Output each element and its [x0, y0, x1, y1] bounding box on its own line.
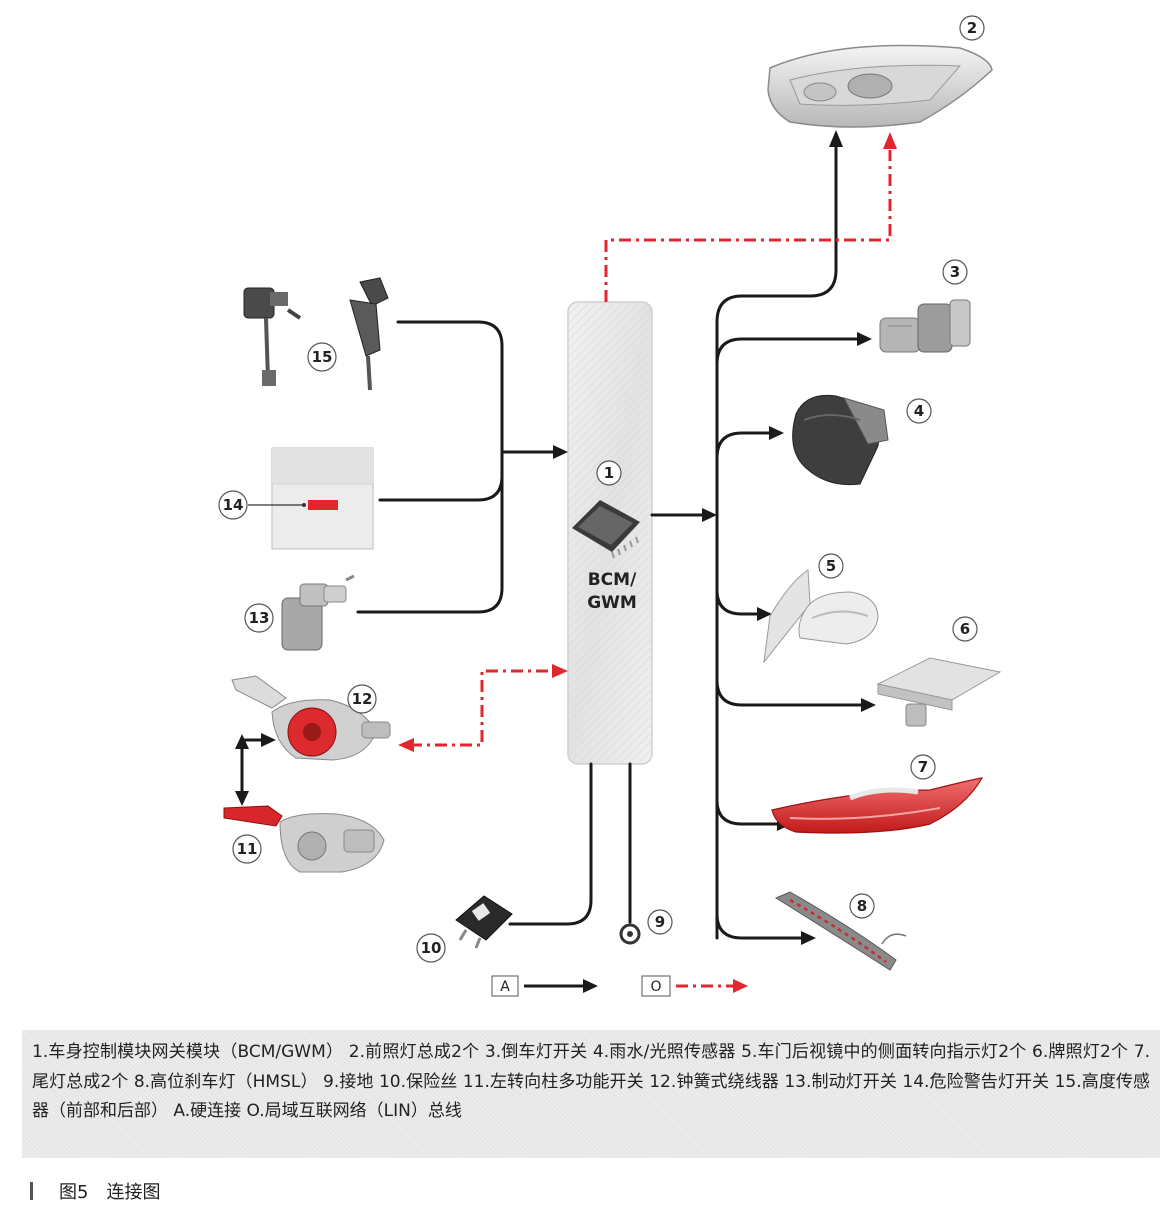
legend-lin-key: O	[650, 979, 661, 995]
headlamp-assembly	[767, 44, 993, 128]
badge-13-text: 13	[249, 609, 270, 627]
reversing-light-switch	[879, 299, 971, 353]
badge-9	[647, 909, 673, 935]
badge-7-text: 7	[918, 758, 928, 776]
caption-box: 1.车身控制模块网关模块（BCM/GWM） 2.前照灯总成2个 3.倒车灯开关 …	[22, 1030, 1160, 1158]
steering-column-switch	[223, 805, 385, 873]
badge-13	[244, 603, 274, 633]
height-sensors	[243, 277, 389, 391]
connection-diagram: BCM/ GWM	[218, 15, 1002, 997]
brake-light-switch	[281, 574, 355, 651]
high-mounted-stop-lamp	[774, 891, 907, 971]
line-legend: A O	[491, 975, 748, 997]
chip-icon	[572, 500, 640, 559]
badge-7	[910, 754, 936, 780]
bcm-gwm-module: BCM/ GWM	[567, 301, 653, 765]
figure-title: 图5 连接图	[59, 1182, 161, 1203]
number-badges: 1 2 3 4 5 6 7 8 9 10 11 12 13 14 15	[218, 15, 985, 963]
lin-arrowheads	[398, 132, 897, 752]
badge-9-text: 9	[655, 913, 665, 931]
clockspring	[231, 675, 391, 761]
legend-hard-arrow	[583, 979, 598, 993]
badge-6	[952, 616, 978, 642]
badge-3	[942, 259, 968, 285]
badge-14	[218, 490, 248, 520]
legend-lin-arrow	[733, 979, 748, 993]
badge-4-text: 4	[914, 402, 924, 420]
tail-lamp-assembly	[771, 777, 984, 834]
badge-5-text: 5	[826, 557, 836, 575]
hard-connection-lines	[240, 146, 864, 940]
lin-bus-lines	[412, 150, 892, 747]
badge-1-text: 1	[604, 464, 614, 482]
hard-arrowheads	[235, 130, 876, 945]
badge-8-text: 8	[857, 897, 867, 915]
badge-5	[818, 553, 844, 579]
legend-hard-key: A	[500, 979, 510, 995]
caption-text: 1.车身控制模块网关模块（BCM/GWM） 2.前照灯总成2个 3.倒车灯开关 …	[32, 1042, 1150, 1121]
door-mirror	[763, 569, 879, 664]
license-plate-lamp	[876, 657, 1002, 727]
badge-11-text: 11	[237, 840, 258, 858]
bcm-label-line2: GWM	[587, 593, 637, 613]
badge-3-text: 3	[950, 263, 960, 281]
hazard-warning-switch-panel	[248, 447, 374, 550]
badge-2-text: 2	[967, 19, 977, 37]
badge-4	[906, 398, 932, 424]
badge-1	[596, 460, 622, 486]
badge-15	[307, 342, 337, 372]
badge-8	[849, 893, 875, 919]
badge-10-text: 10	[421, 939, 442, 957]
badge-14-text: 14	[223, 496, 244, 514]
badge-11	[232, 834, 262, 864]
badge-2	[959, 15, 985, 41]
rain-light-sensor	[792, 394, 889, 486]
badge-10	[416, 933, 446, 963]
badge-12-text: 12	[352, 690, 373, 708]
figure-mark	[30, 1182, 33, 1200]
badge-12	[347, 684, 377, 714]
bcm-label-line1: BCM/	[588, 570, 637, 590]
legend-hard-box	[491, 975, 519, 997]
legend-lin-box	[641, 975, 671, 997]
badge-15-text: 15	[312, 348, 333, 366]
figure-label: 图5 连接图	[30, 1178, 160, 1204]
fuse	[455, 895, 513, 949]
ground-terminal	[619, 923, 641, 945]
badge-6-text: 6	[960, 620, 970, 638]
